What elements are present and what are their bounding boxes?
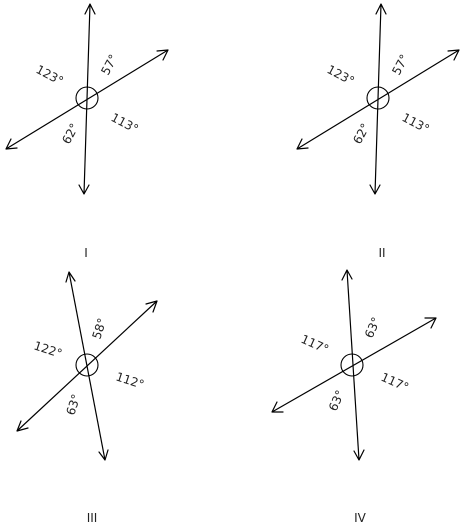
panel-4-arrow-b-end <box>424 317 437 329</box>
panel-2-angle-upper-right: 57° <box>389 52 411 77</box>
panel-1-arrow-b-end <box>156 49 169 61</box>
panel-3-angle-upper-left: 122° <box>32 339 64 361</box>
panel-2-arrow-b-start <box>296 138 309 150</box>
panel-3-label: III <box>87 511 98 525</box>
panel-1-arrow-a-top <box>84 3 96 15</box>
panel-2-line-b <box>296 49 460 150</box>
panel-3-arrow-b-start <box>16 420 29 432</box>
panel-4-arrow-a-bottom <box>353 449 365 461</box>
panel-1-arrow-a-bottom <box>78 184 90 195</box>
panel-2-angle-lower-right: 113° <box>400 110 432 136</box>
panel-2-arrow-b-end <box>447 49 460 61</box>
panel-2-arrow-a-top <box>375 3 387 15</box>
panel-4-angle-lower-left: 63° <box>326 388 347 413</box>
panel-4-label: IV <box>354 511 367 525</box>
panel-3-angle-lower-right: 112° <box>114 370 146 392</box>
panel-4-angle-upper-right: 63° <box>362 315 383 340</box>
panel-2-vertex-circle <box>366 86 390 110</box>
panel-2: 123° 57° 113° 62° II <box>296 3 460 260</box>
panel-4: 117° 63° 117° 63° IV <box>271 269 437 525</box>
panel-1-angle-upper-right: 57° <box>98 52 120 77</box>
panel-3-vertex-circle <box>75 353 99 377</box>
panel-1-line-b <box>5 49 169 150</box>
panel-1-vertex-circle <box>75 86 99 110</box>
panel-3-arrow-a-top <box>65 271 76 283</box>
panel-2-arrow-a-bottom <box>369 184 381 195</box>
panel-2-label: II <box>378 246 385 260</box>
panel-3-angle-lower-left: 63° <box>64 392 84 417</box>
panel-1: 123° 57° 113° 62° I <box>5 3 169 260</box>
panel-2-angle-upper-left: 123° <box>325 62 357 88</box>
panel-4-arrow-b-start <box>271 401 284 413</box>
panel-3-arrow-b-end <box>145 300 158 313</box>
panel-1-label: I <box>84 246 88 260</box>
panel-3-arrow-a-bottom <box>98 449 109 461</box>
panel-2-angle-lower-left: 62° <box>350 121 372 146</box>
panel-1-arrow-b-start <box>5 138 18 150</box>
panel-4-arrow-a-top <box>341 269 353 281</box>
panel-3-line-b <box>16 300 158 432</box>
panel-3: 122° 58° 112° 63° III <box>16 271 158 525</box>
panel-1-angle-lower-left: 62° <box>59 121 81 146</box>
panel-4-angle-upper-left: 117° <box>299 332 331 357</box>
panel-4-line-b <box>271 317 437 413</box>
panel-4-vertex-circle <box>340 353 364 377</box>
panel-1-angle-upper-left: 123° <box>34 62 66 88</box>
panel-1-angle-lower-right: 113° <box>109 110 141 136</box>
panel-3-angle-upper-right: 58° <box>90 316 110 341</box>
panel-4-angle-lower-right: 117° <box>379 370 411 395</box>
